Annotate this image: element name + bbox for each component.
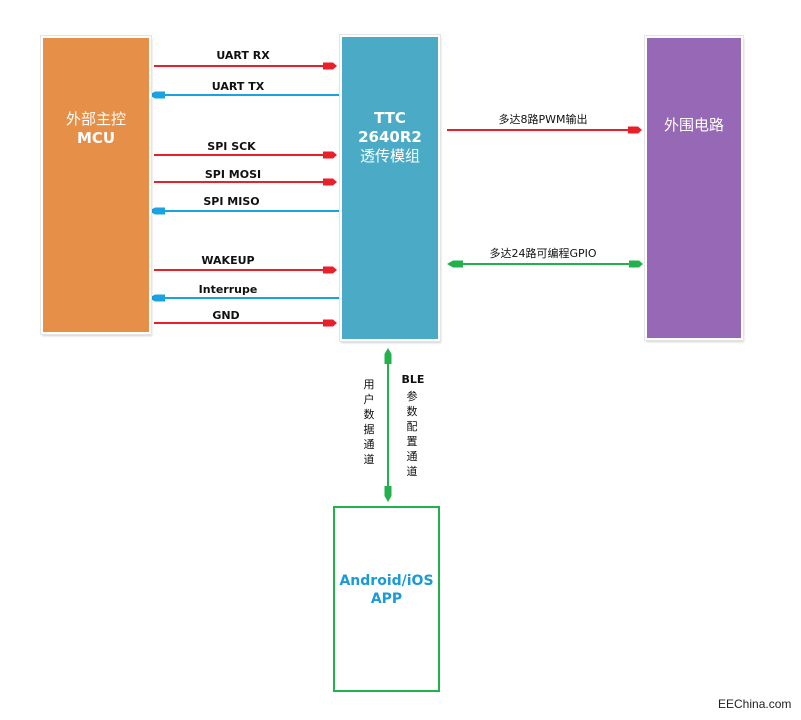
app-block: Android/iOS APP: [333, 506, 440, 692]
peripheral-title: 外围电路: [663, 116, 724, 134]
mcu-title: 外部主控 MCU: [43, 110, 149, 148]
mcu-title-line1: 外部主控: [65, 110, 126, 128]
arrow-left-icon: [149, 207, 165, 215]
mcu-title-line2: MCU: [76, 129, 116, 147]
module-title-line1: TTC 2640R2: [358, 109, 422, 146]
app-title-line2: APP: [370, 591, 403, 607]
signal-label-pwm: 多达8路PWM输出: [498, 113, 588, 126]
app-title-line1: Android/iOS: [339, 573, 434, 589]
module-title-line2: 透传模组: [359, 147, 420, 165]
arrow-right-icon: [323, 319, 337, 327]
watermark: EEChina.com: [718, 697, 792, 711]
signal-label-interrupe: Interrupe: [198, 283, 258, 296]
signal-label-spi-mosi: SPI MOSI: [204, 168, 262, 181]
arrow-right-icon: [323, 266, 337, 274]
app-title: Android/iOS APP: [335, 572, 438, 608]
app-link-left-label: 用户数据通道: [363, 378, 375, 466]
arrow-right-icon: [629, 260, 643, 268]
mcu-block: 外部主控 MCU: [40, 35, 152, 335]
signal-label-wakeup: WAKEUP: [201, 254, 255, 267]
module-block: TTC 2640R2 透传模组: [339, 34, 441, 342]
arrow-right-icon: [323, 178, 337, 186]
arrow-left-icon: [149, 91, 165, 99]
signal-label-spi-sck: SPI SCK: [207, 140, 256, 153]
app-link-right-label: 参数配置通道: [406, 390, 418, 478]
arrow-left-icon: [447, 260, 463, 268]
arrow-down-icon: [384, 486, 392, 502]
arrow-left-icon: [149, 294, 165, 302]
arrow-right-icon: [323, 62, 337, 70]
arrow-right-icon: [323, 151, 337, 159]
signal-label-uart-tx: UART TX: [211, 80, 265, 93]
module-title: TTC 2640R2 透传模组: [342, 109, 438, 166]
app-link-right-label-top: BLE: [401, 373, 425, 386]
arrow-right-icon: [628, 126, 642, 134]
signal-label-uart-rx: UART RX: [216, 49, 270, 62]
signal-label-gpio: 多达24路可编程GPIO: [489, 247, 597, 260]
signal-label-gnd: GND: [212, 309, 240, 322]
peripheral-block: 外围电路: [644, 35, 744, 341]
signal-label-spi-miso: SPI MISO: [203, 195, 260, 208]
arrow-up-icon: [384, 348, 392, 364]
